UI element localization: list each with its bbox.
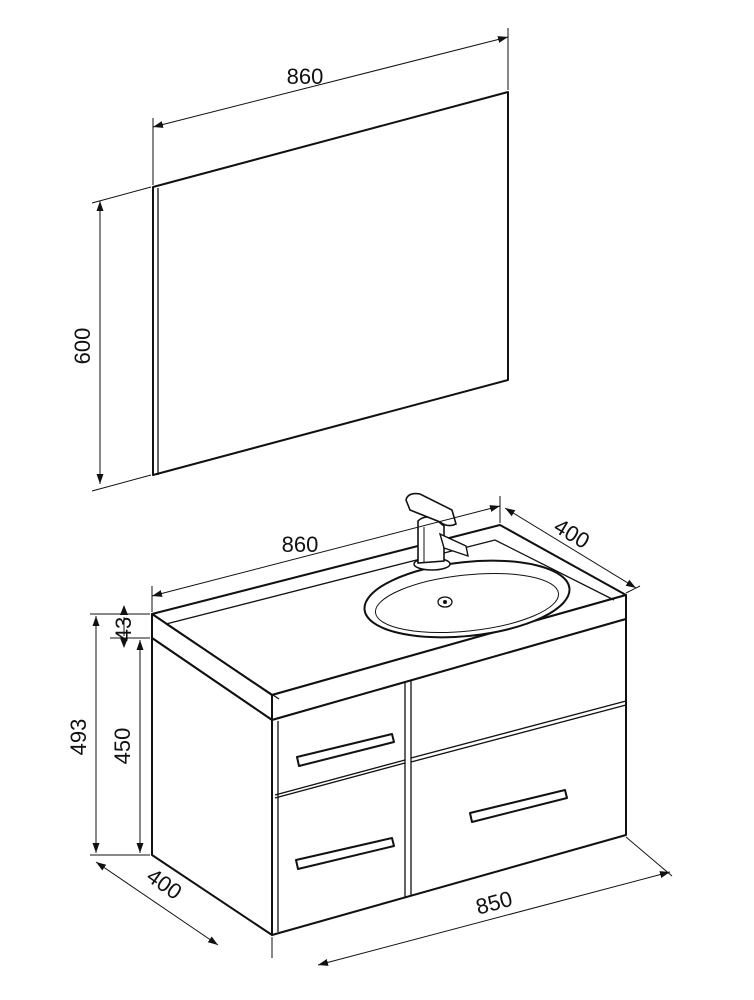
- base-depth-dimension-line: [95, 861, 219, 946]
- top-thickness-label: 43: [111, 617, 136, 641]
- total-height-label: 493: [66, 719, 91, 756]
- mirror-extension-line: [91, 474, 152, 492]
- top-thickness-arrow: [120, 605, 128, 615]
- top-width-dimension-line: [151, 505, 501, 597]
- drawer-split-right: [410, 704, 627, 763]
- cabinet-front: [271, 618, 627, 936]
- drain-hole-icon: [443, 600, 447, 604]
- vanity-extension-line: [625, 585, 641, 594]
- mirror-panel: [152, 91, 509, 476]
- countertop-rim-left: [165, 623, 280, 700]
- drawer-handle-icon: [469, 789, 568, 823]
- mirror-height-label: 600: [70, 328, 95, 365]
- vanity: 860 400 43 493 450 400 850: [66, 492, 673, 966]
- vanity-extension-line: [625, 836, 673, 877]
- body-height-label: 450: [110, 728, 135, 765]
- mirror-width-dimension-line: [152, 36, 509, 128]
- mirror-width-label: 860: [287, 64, 324, 89]
- mirror-extension-line: [91, 186, 152, 204]
- base-width-dimension-line: [317, 871, 671, 966]
- drawer-split-left: [274, 762, 406, 799]
- top-width-label: 860: [282, 532, 319, 557]
- drawer-handle-icon: [296, 733, 395, 767]
- drain-icon: [437, 596, 453, 608]
- top-depth-label: 400: [550, 513, 594, 553]
- mirror: 860 600: [70, 28, 509, 492]
- drawer-split-left: [274, 759, 406, 796]
- top-thickness-arrow: [120, 638, 128, 648]
- drawer-split-right: [410, 700, 627, 759]
- drawer-handle-icon: [295, 837, 395, 870]
- top-depth-dimension-line: [504, 507, 637, 589]
